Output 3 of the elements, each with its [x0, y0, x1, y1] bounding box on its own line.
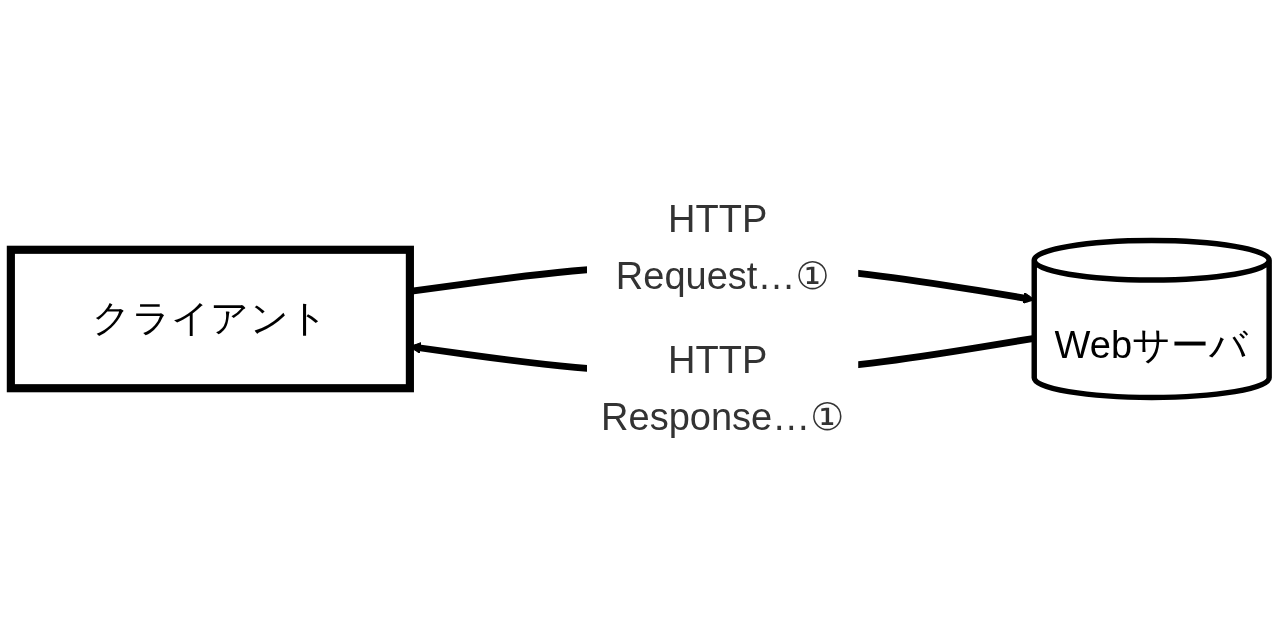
edge-label: HTTP Request…①: [615, 198, 830, 298]
node-box: クライアント: [6, 245, 414, 393]
edge-label: HTTP Response…①: [601, 339, 845, 439]
